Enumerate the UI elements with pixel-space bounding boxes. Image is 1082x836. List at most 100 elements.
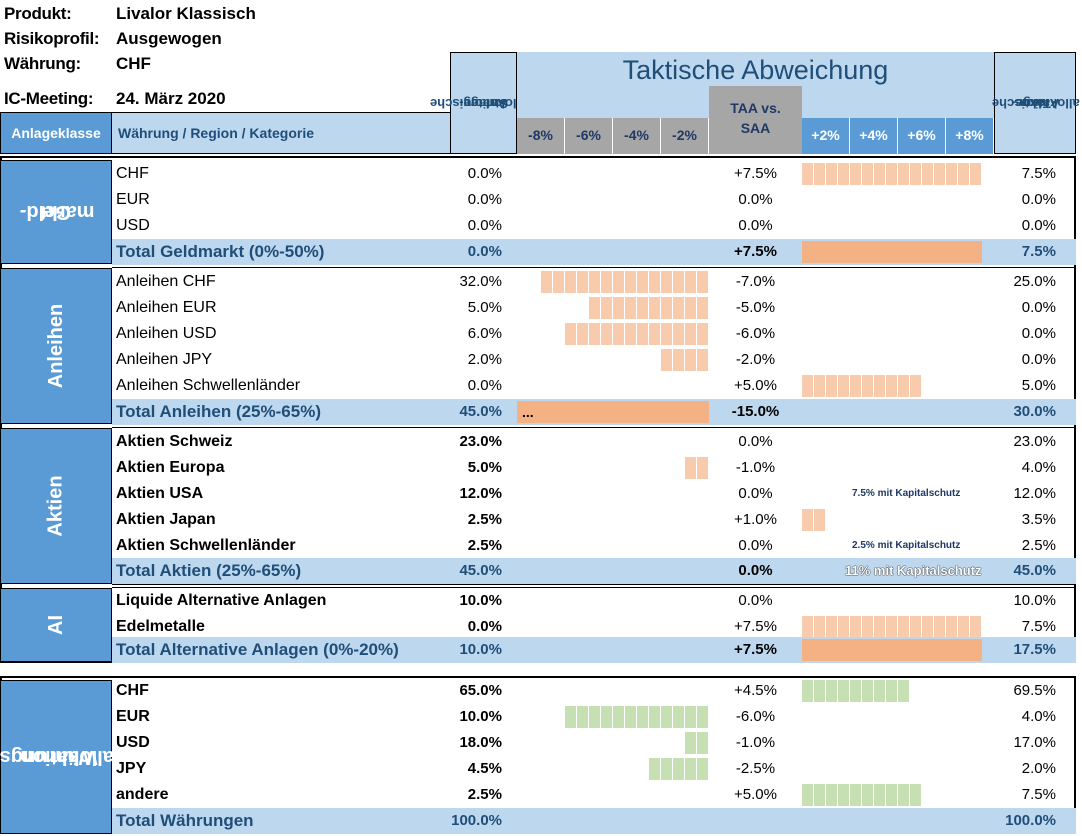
taa-value: 100.0% xyxy=(1005,812,1056,829)
kapitalschutz-note: 7.5% mit Kapitalschutz xyxy=(852,488,961,499)
taa-vs-saa-line2: SAA xyxy=(740,120,771,136)
saa-value: 2.0% xyxy=(467,351,502,368)
row-label: CHF xyxy=(116,165,149,182)
deviation-bar-segment xyxy=(601,323,613,345)
deviation-bar-segment xyxy=(874,784,886,806)
waehrung-label: Währung: xyxy=(4,54,81,73)
deviation-bar-segment xyxy=(697,706,709,728)
deviation-bar-segment xyxy=(661,271,673,293)
section-ai: AI xyxy=(0,588,112,662)
taa-vs-saa-value: +7.5% xyxy=(734,243,777,260)
row-label: JPY xyxy=(116,760,147,777)
deviation-bar-segment xyxy=(625,271,637,293)
deviation-bar-segment xyxy=(886,163,898,185)
saa-value: 45.0% xyxy=(459,403,502,420)
risiko-value: Ausgewogen xyxy=(116,29,222,48)
deviation-bar-segment xyxy=(874,680,886,702)
saa-value: 0.0% xyxy=(467,165,502,182)
scale-neg-6: -6% xyxy=(565,118,613,154)
row-label: Aktien Schweiz xyxy=(116,433,233,450)
deviation-bar-segment xyxy=(601,706,613,728)
deviation-bar-segment xyxy=(898,616,910,638)
deviation-bar-segment xyxy=(850,375,862,397)
saa-value: 0.0% xyxy=(467,618,502,635)
row-label: Aktien Japan xyxy=(116,511,216,528)
taa-vs-saa-value: -2.5% xyxy=(735,760,776,777)
deviation-bar-segment xyxy=(685,706,697,728)
saa-value: 6.0% xyxy=(467,325,502,342)
deviation-bar-segment xyxy=(886,680,898,702)
deviation-bar-segment xyxy=(673,271,685,293)
deviation-bar-segment xyxy=(661,323,673,345)
deviation-bar-segment xyxy=(697,271,709,293)
deviation-bar-segment xyxy=(874,616,886,638)
deviation-bar-segment xyxy=(625,297,637,319)
deviation-bar-segment xyxy=(661,758,673,780)
deviation-bar-segment xyxy=(814,616,826,638)
saa-value: 10.0% xyxy=(459,708,502,725)
taa-vs-saa-value: +7.5% xyxy=(734,618,777,635)
deviation-bar-segment xyxy=(910,784,922,806)
saa-value: 65.0% xyxy=(459,682,502,699)
total-row-label: Total Geldmarkt (0%-50%) xyxy=(116,242,325,261)
taa-vs-saa-value: +5.0% xyxy=(734,786,777,803)
deviation-bar-segment xyxy=(685,457,697,479)
deviation-bar-segment xyxy=(613,706,625,728)
saa-value: 0.0% xyxy=(467,191,502,208)
deviation-bar-segment xyxy=(826,784,838,806)
taa-vs-saa-value: 0.0% xyxy=(738,537,773,554)
saa-value: 10.0% xyxy=(459,592,502,609)
deviation-bar-segment xyxy=(826,375,838,397)
deviation-bar-segment xyxy=(685,323,697,345)
saa-value: 23.0% xyxy=(459,433,502,450)
taa-value: 17.0% xyxy=(1013,734,1056,751)
taa-vs-saa-value: -1.0% xyxy=(735,734,776,751)
taa-header-line3: allokation xyxy=(1018,96,1080,111)
taa-vs-saa-value: -5.0% xyxy=(735,299,776,316)
deviation-bar-segment xyxy=(898,375,910,397)
deviation-bar-segment xyxy=(589,297,601,319)
deviation-bar-segment xyxy=(637,323,649,345)
scale-pos-4: +4% xyxy=(850,118,898,154)
deviation-bar-segment xyxy=(838,616,850,638)
deviation-bar-segment xyxy=(613,323,625,345)
deviation-bar-segment xyxy=(802,680,814,702)
saa-value: 2.5% xyxy=(467,511,502,528)
neg-scale-band xyxy=(517,88,709,118)
separator xyxy=(112,584,1076,588)
row-label: CHF xyxy=(116,682,149,699)
taa-vs-saa-value: 0.0% xyxy=(738,217,773,234)
taa-vs-saa-value: -7.0% xyxy=(735,273,776,290)
deviation-bar-segment xyxy=(613,271,625,293)
taa-value: 7.5% xyxy=(1021,243,1056,260)
anlageklasse-header: Anlageklasse xyxy=(0,112,112,154)
deviation-bar-segment xyxy=(874,163,886,185)
section-waehrung: Währungs-allokation xyxy=(0,680,114,834)
taa-vs-saa-value: -2.0% xyxy=(735,351,776,368)
deviation-bar-segment xyxy=(862,616,874,638)
deviation-bar-segment xyxy=(850,163,862,185)
scale-pos-6: +6% xyxy=(898,118,946,154)
deviation-bar-segment xyxy=(613,297,625,319)
deviation-bar-segment xyxy=(838,680,850,702)
deviation-bar-segment xyxy=(661,297,673,319)
taa-value: 7.5% xyxy=(1021,618,1056,635)
taa-value: 7.5% xyxy=(1021,786,1056,803)
taa-value: 4.0% xyxy=(1021,459,1056,476)
deviation-bar-segment xyxy=(970,616,982,638)
deviation-bar-segment xyxy=(886,375,898,397)
section-aktien-label: Aktien xyxy=(45,475,67,537)
deviation-bar-segment xyxy=(649,271,661,293)
deviation-bar-segment xyxy=(589,323,601,345)
saa-value: 5.0% xyxy=(467,459,502,476)
deviation-bar-segment xyxy=(577,706,589,728)
deviation-bar-segment xyxy=(802,784,814,806)
ic-value: 24. März 2020 xyxy=(116,89,226,108)
deviation-bar-segment xyxy=(589,706,601,728)
deviation-bar-segment xyxy=(802,509,814,531)
deviation-bar-segment xyxy=(673,706,685,728)
taa-vs-saa-value: -15.0% xyxy=(731,403,780,420)
deviation-bar-segment xyxy=(697,297,709,319)
deviation-bar-segment xyxy=(601,297,613,319)
taa-value: 17.5% xyxy=(1013,641,1056,658)
